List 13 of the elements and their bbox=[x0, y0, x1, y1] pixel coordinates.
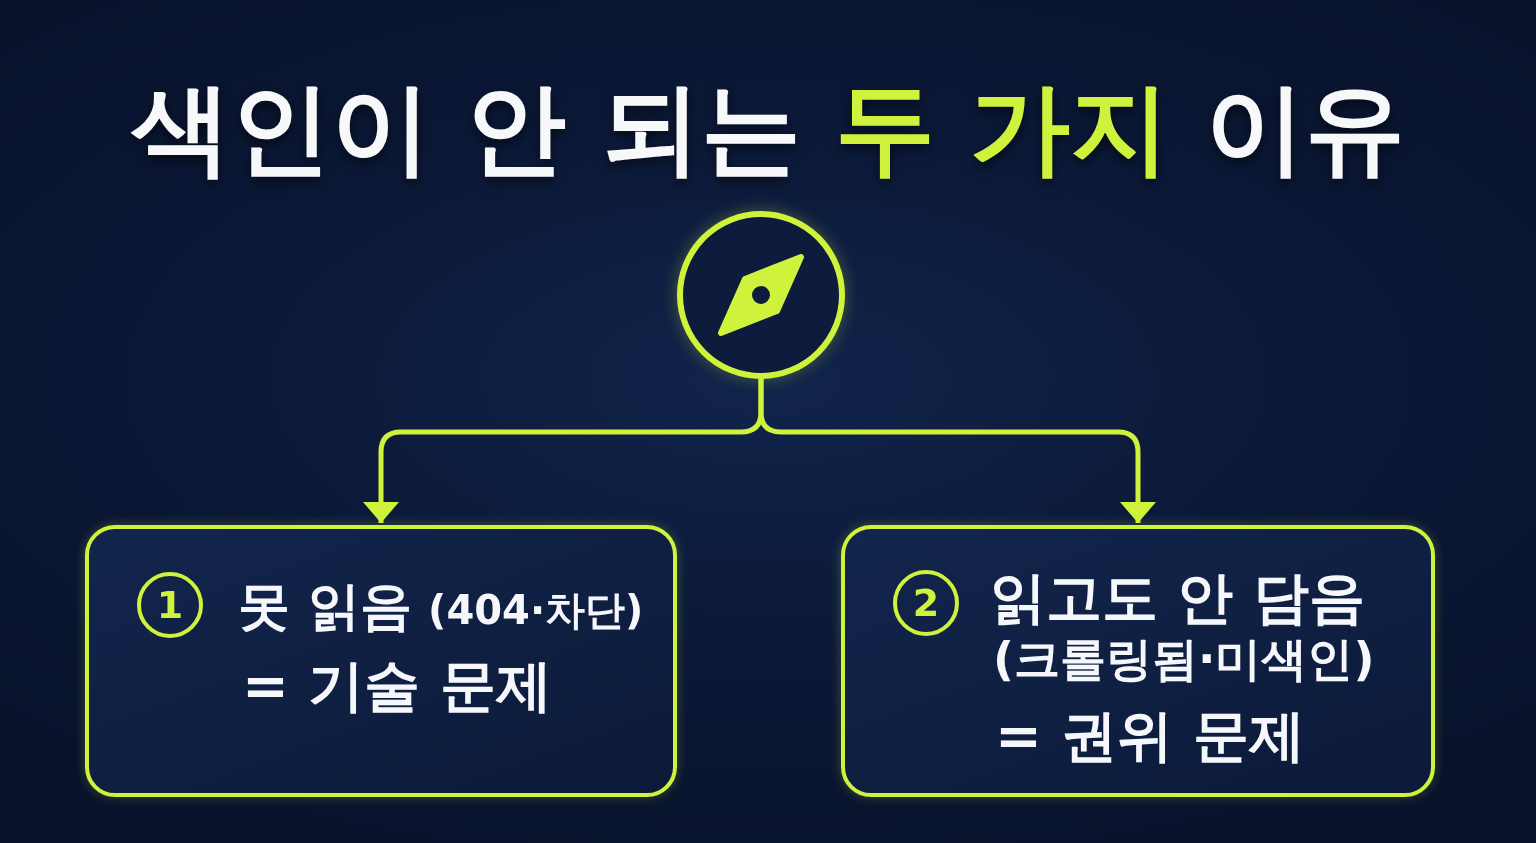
reason-box bbox=[85, 525, 677, 797]
box-subtext: (크롤링됨·미색인) bbox=[993, 635, 1375, 684]
box-heading: 못 읽음 bbox=[238, 579, 413, 634]
box-heading: 읽고도 안 담음 bbox=[990, 569, 1365, 628]
box-conclusion: = 권위 문제 bbox=[995, 707, 1305, 766]
number-badge: 2 bbox=[893, 570, 959, 636]
icon-circle bbox=[677, 211, 845, 379]
box-conclusion: = 기술 문제 bbox=[242, 657, 552, 716]
reason-box bbox=[841, 525, 1435, 797]
title: 색인이 안 되는 두 가지 이유 bbox=[130, 74, 1406, 184]
number-badge: 1 bbox=[137, 572, 203, 638]
arrow bbox=[758, 379, 1156, 523]
box-subtext: (404·차단) bbox=[428, 589, 644, 631]
